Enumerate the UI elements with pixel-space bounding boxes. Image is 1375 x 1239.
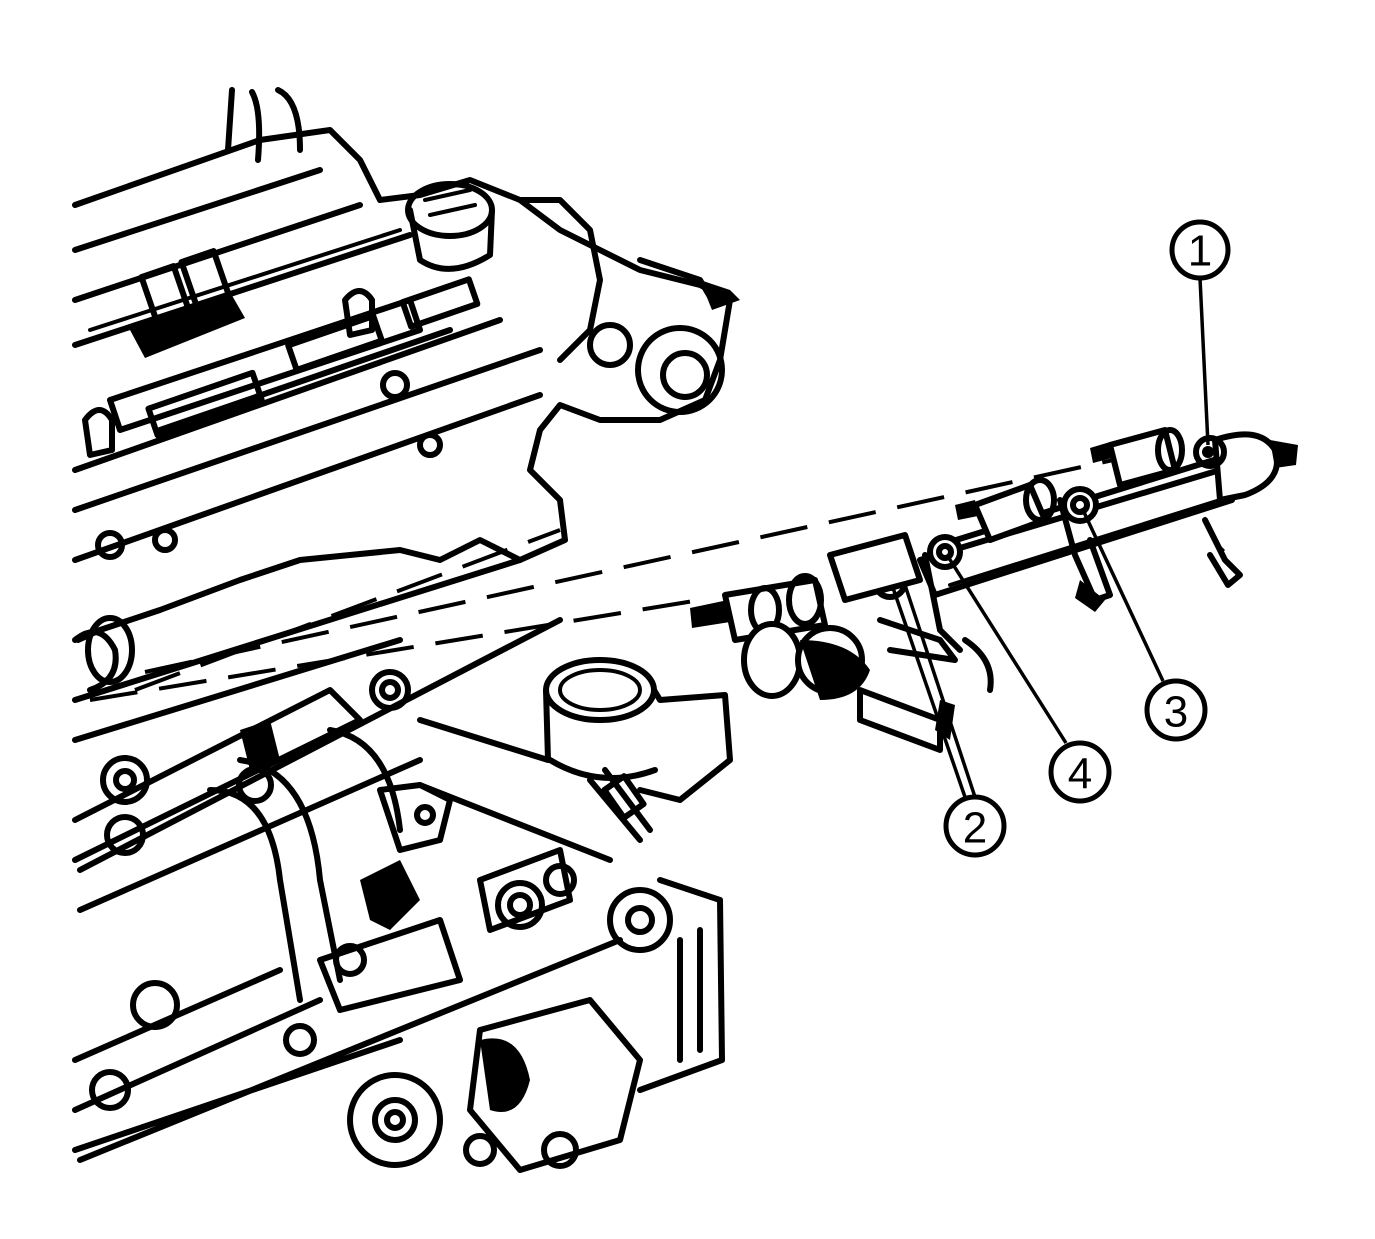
injector-group-lower	[690, 532, 994, 753]
injector-group-upper	[955, 427, 1185, 543]
alignment-lines	[89, 450, 1151, 702]
callouts: 1 2 3 4	[890, 219, 1231, 858]
fuel-rail-assembly	[690, 427, 1298, 753]
rail-bolt-4	[927, 534, 963, 570]
callout-4: 4	[945, 554, 1112, 804]
callout-label-3: 3	[1164, 688, 1188, 737]
callout-1: 1	[1169, 219, 1231, 446]
rail-bolt-3	[1061, 486, 1099, 524]
callout-2: 2	[890, 584, 1007, 858]
alignment-line-lower	[89, 598, 701, 702]
alignment-line-middle	[134, 528, 561, 692]
callout-3: 3	[1080, 507, 1208, 742]
alignment-line-upper	[144, 450, 1151, 674]
callout-label-4: 4	[1068, 750, 1092, 799]
callout-label-2: 2	[963, 804, 987, 853]
callout-label-1: 1	[1188, 227, 1212, 276]
engine-assembly	[72, 87, 740, 1173]
